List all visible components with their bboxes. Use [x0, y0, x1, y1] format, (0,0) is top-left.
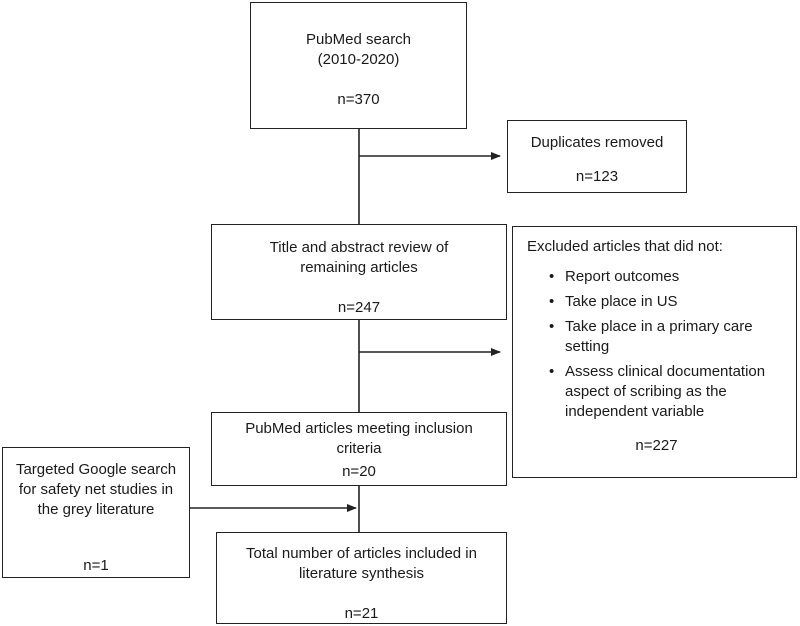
criterion-report-outcomes: Report outcomes	[565, 268, 680, 285]
inclusion-criteria-line1: PubMed articles meeting inclusion	[245, 420, 473, 437]
total-articles-line2: literature synthesis	[298, 565, 425, 582]
excluded-articles-box: Excluded articles that did not: Report o…	[512, 226, 797, 478]
criterion-primary-care-line2: setting	[565, 338, 610, 355]
duplicates-removed-count: n=123	[575, 168, 619, 185]
excluded-count: n=227	[635, 437, 678, 454]
duplicates-removed-title: Duplicates removed	[530, 134, 664, 151]
google-search-line1: Targeted Google search	[15, 461, 177, 478]
google-search-count: n=1	[83, 557, 109, 574]
total-articles-box: Total number of articles included in lit…	[216, 532, 507, 624]
google-search-line3: the grey literature	[37, 501, 155, 518]
exclusion-criterion-item: Take place in a primary care setting	[527, 317, 786, 357]
inclusion-criteria-box: PubMed articles meeting inclusion criter…	[211, 412, 507, 486]
title-review-count: n=247	[337, 299, 381, 316]
exclusion-criterion-item: Take place in US	[527, 292, 786, 312]
criterion-assess-line1: Assess clinical documentation	[565, 363, 766, 380]
exclusion-criteria-list: Report outcomes Take place in US Take pl…	[527, 267, 786, 422]
criterion-assess-line3: independent variable	[565, 403, 705, 420]
pubmed-search-box: PubMed search (2010-2020) n=370	[250, 2, 467, 129]
inclusion-criteria-line2: criteria	[336, 440, 382, 457]
title-abstract-review-box: Title and abstract review of remaining a…	[211, 224, 507, 320]
title-review-line1: Title and abstract review of	[269, 239, 449, 256]
title-review-line2: remaining articles	[300, 259, 418, 276]
google-search-box: Targeted Google search for safety net st…	[2, 447, 190, 578]
exclusion-criterion-item: Assess clinical documentation aspect of …	[527, 362, 786, 422]
inclusion-criteria-count: n=20	[342, 463, 376, 480]
total-articles-line1: Total number of articles included in	[246, 545, 477, 562]
criterion-take-place-us: Take place in US	[565, 293, 678, 310]
pubmed-search-date-range: (2010-2020)	[317, 51, 400, 68]
pubmed-search-count: n=370	[337, 91, 380, 108]
pubmed-search-title: PubMed search	[305, 31, 412, 48]
criterion-primary-care-line1: Take place in a primary care	[565, 318, 753, 335]
total-articles-count: n=21	[344, 605, 379, 622]
criterion-assess-line2: aspect of scribing as the	[565, 383, 727, 400]
excluded-heading: Excluded articles that did not:	[527, 238, 723, 255]
duplicates-removed-box: Duplicates removed n=123	[507, 120, 687, 193]
google-search-line2: for safety net studies in	[18, 481, 174, 498]
exclusion-criterion-item: Report outcomes	[527, 267, 786, 287]
